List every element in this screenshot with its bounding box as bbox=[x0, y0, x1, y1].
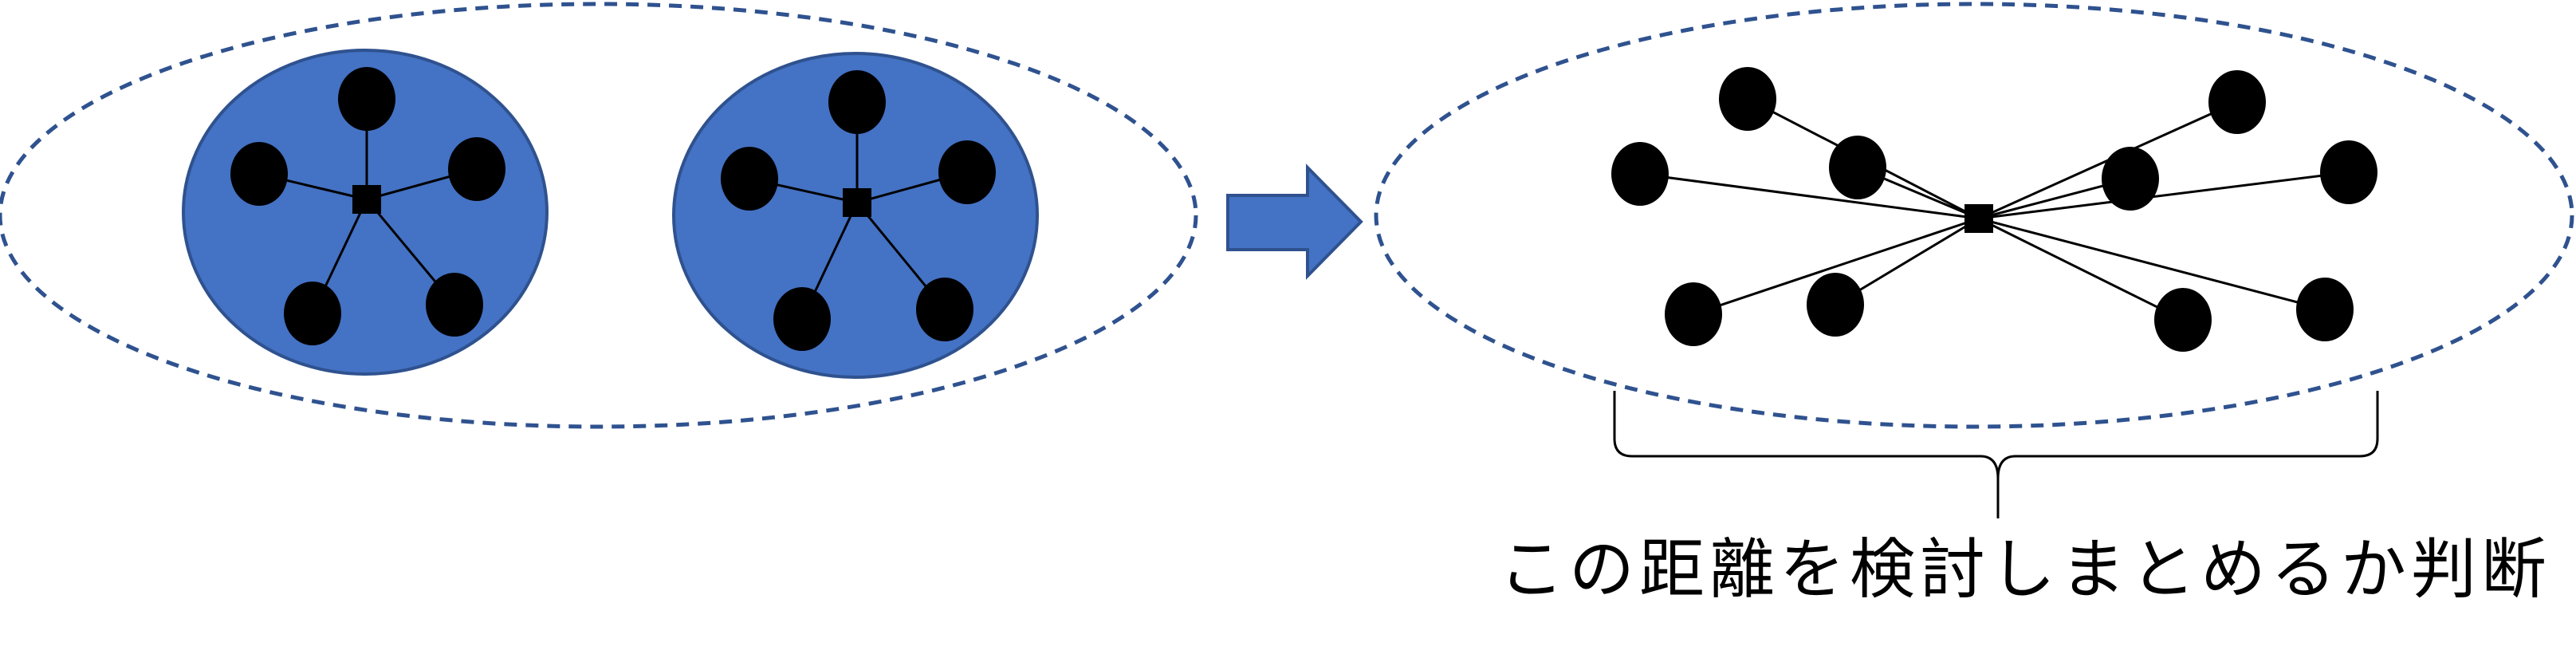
distance-caption: この距離を検討しまとめるか判断 bbox=[1499, 532, 2552, 608]
hub-icon bbox=[352, 185, 381, 214]
node-icon bbox=[1611, 142, 1669, 206]
right-arrow-icon bbox=[1226, 164, 1363, 280]
curly-brace-icon bbox=[1613, 391, 2379, 518]
merged-cluster bbox=[1611, 67, 2377, 352]
node-icon bbox=[2320, 140, 2377, 204]
merged-edge bbox=[1978, 217, 2184, 321]
cluster-1 bbox=[182, 49, 549, 376]
node-icon bbox=[230, 142, 288, 206]
cluster-2 bbox=[672, 52, 1039, 379]
node-icon bbox=[1719, 67, 1776, 131]
node-icon bbox=[1665, 282, 1722, 346]
hub-icon bbox=[1964, 204, 1993, 233]
node-icon bbox=[916, 278, 973, 341]
node-icon bbox=[426, 273, 483, 337]
hub-icon bbox=[843, 188, 871, 217]
node-icon bbox=[721, 147, 778, 211]
node-icon bbox=[448, 137, 505, 201]
node-icon bbox=[2208, 70, 2266, 134]
merged-edge bbox=[1978, 171, 2350, 220]
node-icon bbox=[2154, 288, 2212, 352]
node-icon bbox=[828, 70, 886, 134]
left-group-outline bbox=[0, 2, 1198, 429]
node-icon bbox=[284, 282, 341, 345]
node-icon bbox=[1829, 136, 1886, 199]
node-icon bbox=[2296, 278, 2354, 341]
merged-edge bbox=[1978, 217, 2326, 311]
node-icon bbox=[938, 140, 996, 204]
node-icon bbox=[2102, 147, 2159, 211]
right-group-outline bbox=[1374, 2, 2574, 429]
node-icon bbox=[1807, 273, 1864, 337]
merged-edge bbox=[1639, 172, 1980, 220]
node-icon bbox=[773, 287, 831, 351]
node-icon bbox=[338, 67, 395, 131]
merged-edge bbox=[1693, 217, 1980, 316]
